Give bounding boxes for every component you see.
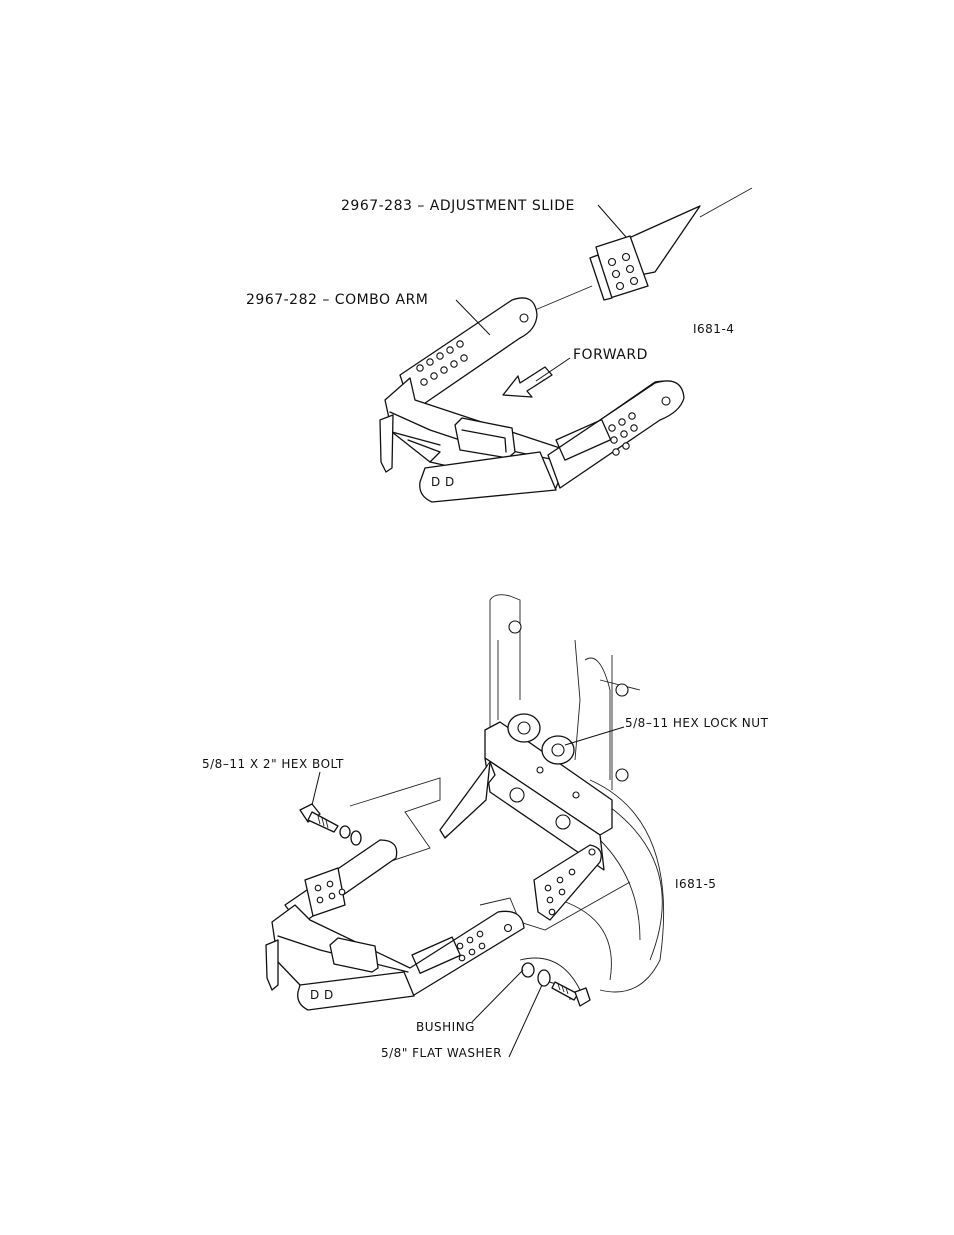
label-combo-arm: 2967-282 – COMBO ARM <box>246 292 428 308</box>
alignment-line <box>528 286 592 313</box>
bushing-washer-bolt <box>522 963 590 1006</box>
label-bushing: BUSHING <box>416 1020 475 1034</box>
leader-flat-washer <box>509 985 542 1057</box>
alignment-line <box>700 188 752 217</box>
label-hex-lock-nut: 5/8–11 HEX LOCK NUT <box>625 716 769 730</box>
label-figure-id-bottom: I681-5 <box>675 877 716 891</box>
leader-bushing <box>472 970 523 1022</box>
forward-arrow <box>503 367 552 397</box>
hex-lock-nut-1 <box>508 714 540 742</box>
bottom-figure: 5/8–11 HEX LOCK NUT 5/8–11 X 2" HEX BOLT… <box>202 595 769 1060</box>
leader-hex-lock-nut <box>565 727 624 745</box>
leader-hex-bolt <box>312 772 320 805</box>
label-flat-washer: 5/8" FLAT WASHER <box>381 1046 502 1060</box>
flat-washer <box>538 970 550 986</box>
bolt-icon <box>616 684 628 696</box>
top-figure: 2967-283 – ADJUSTMENT SLIDE 2967-282 – C… <box>246 188 752 502</box>
hex-lock-nut-2 <box>542 736 574 764</box>
hex-bolt-left <box>300 804 361 845</box>
label-arm-marks-bottom: D D <box>310 988 334 1002</box>
hex-bolt-right <box>552 982 578 1000</box>
label-forward: FORWARD <box>573 347 648 363</box>
hitch-plate <box>440 714 612 870</box>
bolt-icon <box>616 769 628 781</box>
bushing <box>522 963 534 977</box>
label-arm-marks-top: D D <box>431 475 455 489</box>
label-adjustment-slide: 2967-283 – ADJUSTMENT SLIDE <box>341 198 575 214</box>
bolt-icon <box>509 621 521 633</box>
label-hex-bolt: 5/8–11 X 2" HEX BOLT <box>202 757 344 771</box>
label-figure-id-top: I681-4 <box>693 322 734 336</box>
adjustment-slide <box>590 206 700 300</box>
leader-adjustment-slide <box>598 205 626 237</box>
cradle-assembly <box>266 840 601 1010</box>
